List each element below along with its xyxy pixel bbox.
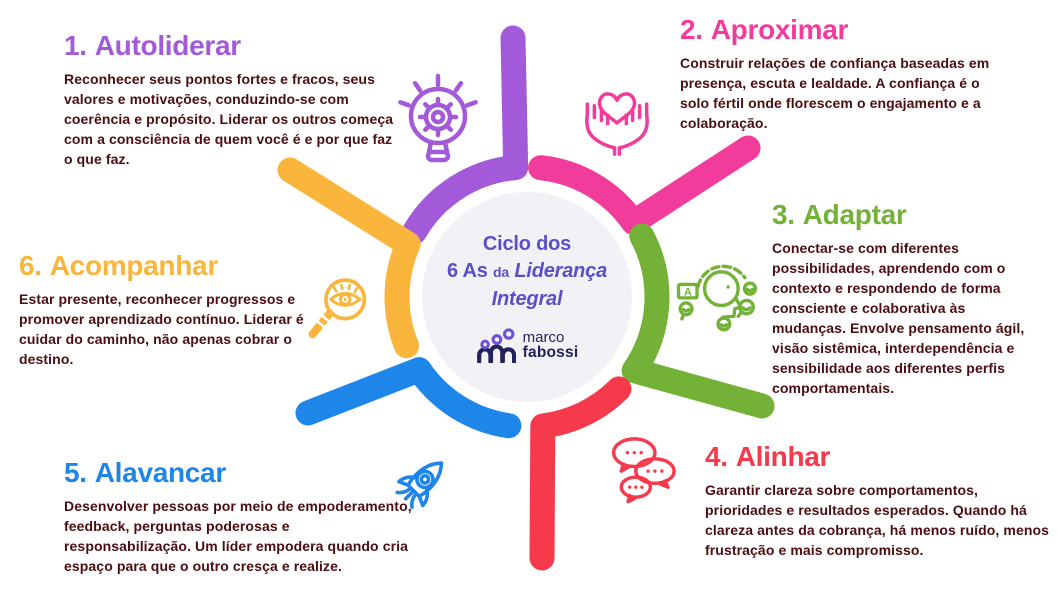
section-2-number: 2. xyxy=(680,14,703,45)
wheel-segment-adaptar xyxy=(621,223,775,419)
section-5-heading: 5.Alavancar xyxy=(64,457,414,489)
logo-last-name: fabossi xyxy=(522,343,579,361)
svg-text:A: A xyxy=(684,286,692,298)
center-circle: Ciclo dos 6 As da Liderança Integral xyxy=(422,192,632,402)
section-4-number: 4. xyxy=(705,441,728,472)
section-1-description: Reconhecer seus pontos fortes e fracos, … xyxy=(64,71,394,167)
section-5-title: Alavancar xyxy=(94,457,226,488)
logo-first-name: marco xyxy=(522,328,565,346)
center-title-line1: Ciclo dos xyxy=(482,233,572,255)
logo-people-icon xyxy=(476,328,516,363)
section-3-title: Adaptar xyxy=(802,199,907,230)
section-4-description: Garantir clareza sobre comportamentos, p… xyxy=(705,482,1050,558)
section-4-title: Alinhar xyxy=(735,441,831,472)
section-alavancar: 5.Alavancar Desenvolver pessoas por meio… xyxy=(64,457,414,576)
section-adaptar: 3.Adaptar Conectar-se com diferentes pos… xyxy=(772,199,1042,398)
section-2-title: Aproximar xyxy=(710,14,849,45)
section-2-heading: 2.Aproximar xyxy=(680,14,1002,46)
section-1-heading: 1.Autoliderar xyxy=(64,30,398,62)
section-1-title: Autoliderar xyxy=(94,30,241,61)
wheel-segment-acompanhar xyxy=(277,157,421,359)
section-autoliderar: 1.Autoliderar Reconhecer seus pontos for… xyxy=(64,30,398,169)
chat-bubbles-icon xyxy=(611,437,676,504)
wheel-segment-autoliderar xyxy=(401,25,529,245)
center-title: Ciclo dos 6 As da Liderança Integral xyxy=(447,231,607,313)
head-dialogue-icon: A xyxy=(676,264,758,332)
section-alinhar: 4.Alinhar Garantir clareza sobre comport… xyxy=(705,441,1055,560)
lightbulb-gear-icon xyxy=(398,73,478,163)
section-aproximar: 2.Aproximar Construir relações de confia… xyxy=(680,14,1002,133)
section-acompanhar: 6.Acompanhar Estar presente, reconhecer … xyxy=(19,250,309,369)
section-1-number: 1. xyxy=(64,30,87,61)
section-6-title: Acompanhar xyxy=(49,250,218,281)
rocket-icon xyxy=(395,461,444,509)
center-title-line2: 6 As da Liderança xyxy=(446,260,608,282)
section-6-heading: 6.Acompanhar xyxy=(19,250,309,282)
wheel-segment-aproximar xyxy=(528,135,761,235)
center-title-line3: Integral xyxy=(491,288,563,310)
magnifier-eye-icon xyxy=(308,278,367,339)
brand-logo: marco fabossi xyxy=(476,326,579,363)
wheel-segment-alavancar xyxy=(295,357,522,439)
section-6-description: Estar presente, reconhecer progressos e … xyxy=(19,291,304,367)
section-4-heading: 4.Alinhar xyxy=(705,441,1055,473)
section-2-description: Construir relações de confiança baseadas… xyxy=(680,55,990,131)
section-3-description: Conectar-se com diferentes possibilidade… xyxy=(772,240,1025,396)
hands-heart-icon xyxy=(585,92,649,156)
section-3-heading: 3.Adaptar xyxy=(772,199,1042,231)
section-5-number: 5. xyxy=(64,457,87,488)
wheel-segment-alinhar xyxy=(529,376,632,571)
section-3-number: 3. xyxy=(772,199,795,230)
section-5-description: Desenvolver pessoas por meio de empodera… xyxy=(64,498,412,574)
section-6-number: 6. xyxy=(19,250,42,281)
